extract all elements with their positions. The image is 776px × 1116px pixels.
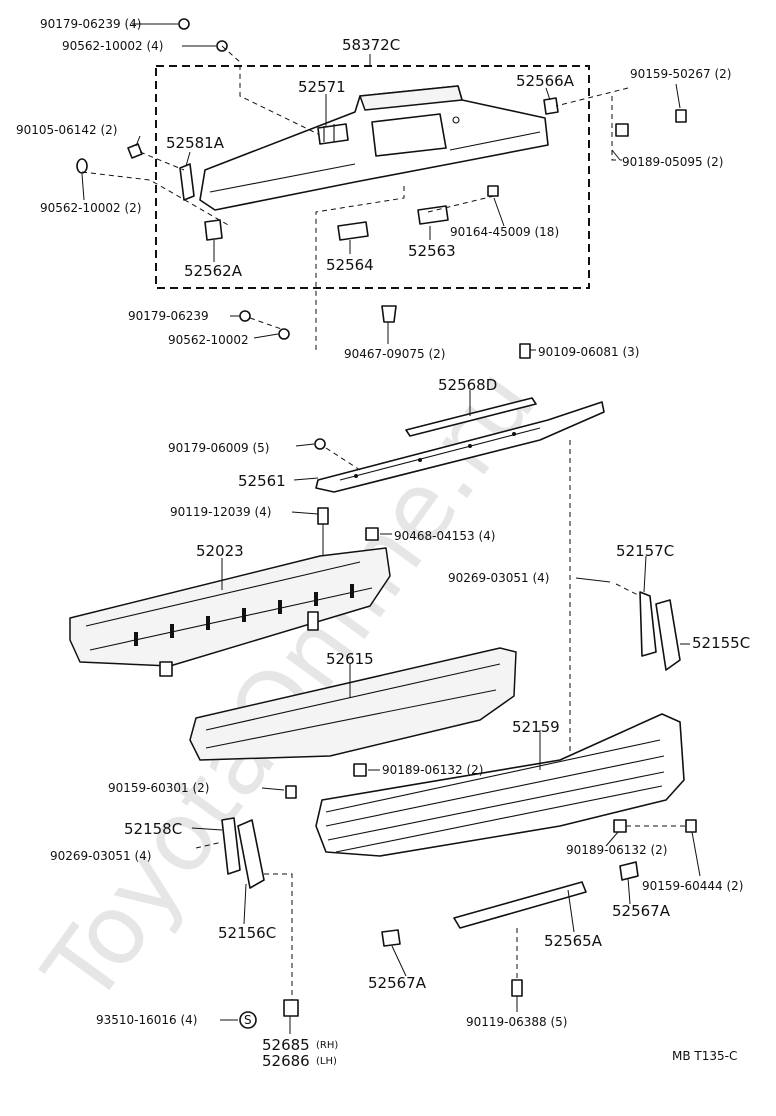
garnish-58372C [199,85,549,211]
clip-52571 [317,123,349,145]
label-52159: 52159 [512,718,560,736]
label-90269-03051-4-right: 90269-03051 (4) [448,571,550,585]
label-52156C: 52156C [218,924,276,942]
nut-90179-06009 [314,438,326,450]
clip-90189-06132-b [613,819,627,833]
clip-90189-05095 [615,123,629,137]
nut-90179-06239 [239,310,251,322]
label-52567A-right: 52567A [612,902,671,920]
washer-90562-10002-2 [76,158,88,174]
label-52568D: 52568D [438,376,497,394]
nut-90179-06239-4 [178,18,190,30]
label-90179-06009-5: 90179-06009 (5) [168,441,270,455]
retainer-52567A-left [381,929,401,947]
bolt-90119-12039 [317,507,329,525]
clip-52564 [337,221,369,241]
assembly-box-58372C [155,65,590,289]
label-52686: 52686 [262,1052,310,1070]
absorber-52615 [189,647,517,761]
screw-90164-45009 [487,185,499,197]
label-52571: 52571 [298,78,346,96]
bracket-52157C [639,591,657,657]
label-52567A-left: 52567A [368,974,427,992]
bracket-52155C [655,599,681,671]
clip-52562A [204,219,223,241]
clip-90467-09075 [381,305,397,323]
label-90179-06239: 90179-06239 [128,309,209,323]
bolt-90119-06388 [511,979,523,997]
label-90105-06142-2: 90105-06142 (2) [16,123,118,137]
label-90269-03051-4-left: 90269-03051 (4) [50,849,152,863]
label-52685-side: (RH) [316,1040,338,1051]
label-90189-05095-2: 90189-05095 (2) [622,155,724,169]
label-90189-06132-2-bottom: 90189-06132 (2) [566,843,668,857]
label-90159-60444-2: 90159-60444 (2) [642,879,744,893]
label-90562-10002-2: 90562-10002 (2) [40,201,142,215]
label-90164-45009-18: 90164-45009 (18) [450,225,559,239]
label-52562A: 52562A [184,262,243,280]
label-52565A: 52565A [544,932,603,950]
label-90159-60301-2: 90159-60301 (2) [108,781,210,795]
symbol-s: S [244,1013,252,1027]
label-52563: 52563 [408,242,456,260]
bolt-90159-60444 [685,819,697,833]
label-90109-06081-3: 90109-06081 (3) [538,345,640,359]
symbol-93510-16016 [239,1011,257,1029]
bumper-cover-52159 [315,713,685,857]
bolt-90159-60301 [285,785,297,799]
label-90467-09075-2: 90467-09075 (2) [344,347,446,361]
bolt-90159-50267 [675,109,687,123]
label-90119-06388-5: 90119-06388 (5) [466,1015,568,1029]
footer-code: MB T135-C [672,1049,737,1063]
retainer-52565A [453,881,587,929]
retainer-52567A-right [619,861,639,881]
washer-90562-10002 [278,328,290,340]
label-52023: 52023 [196,542,244,560]
label-52615: 52615 [326,650,374,668]
label-52155C: 52155C [692,634,750,652]
bracket-52158C [221,817,241,875]
label-90119-12039-4: 90119-12039 (4) [170,505,272,519]
reinforcement-52561 [315,401,605,493]
absorber-52023 [69,547,391,677]
label-52157C: 52157C [616,542,674,560]
label-90179-06239-4: 90179-06239 (4) [40,17,142,31]
label-52158C: 52158C [124,820,182,838]
label-90159-50267-2: 90159-50267 (2) [630,67,732,81]
label-90189-06132-2-top: 90189-06132 (2) [382,763,484,777]
label-52686-side: (LH) [316,1056,337,1067]
label-52685: 52685 [262,1036,310,1054]
clip-90468-04153 [365,527,379,541]
clip-52685-52686 [283,999,299,1017]
clip-52563 [417,205,449,225]
label-90562-10002: 90562-10002 [168,333,249,347]
label-93510-16016-4: 93510-16016 (4) [96,1013,198,1027]
clip-52566A [543,97,559,115]
label-58372C: 58372C [342,36,400,54]
clip-90189-06132-a [353,763,367,777]
screw-90105-06142 [127,143,143,159]
label-90468-04153-4: 90468-04153 (4) [394,529,496,543]
label-52561: 52561 [238,472,286,490]
label-90562-10002-4: 90562-10002 (4) [62,39,164,53]
label-52564: 52564 [326,256,374,274]
label-52581A: 52581A [166,134,225,152]
seal-52568D [405,397,537,437]
bracket-52156C [237,819,265,889]
label-52566A: 52566A [516,72,575,90]
bolt-90109-06081 [519,343,531,359]
